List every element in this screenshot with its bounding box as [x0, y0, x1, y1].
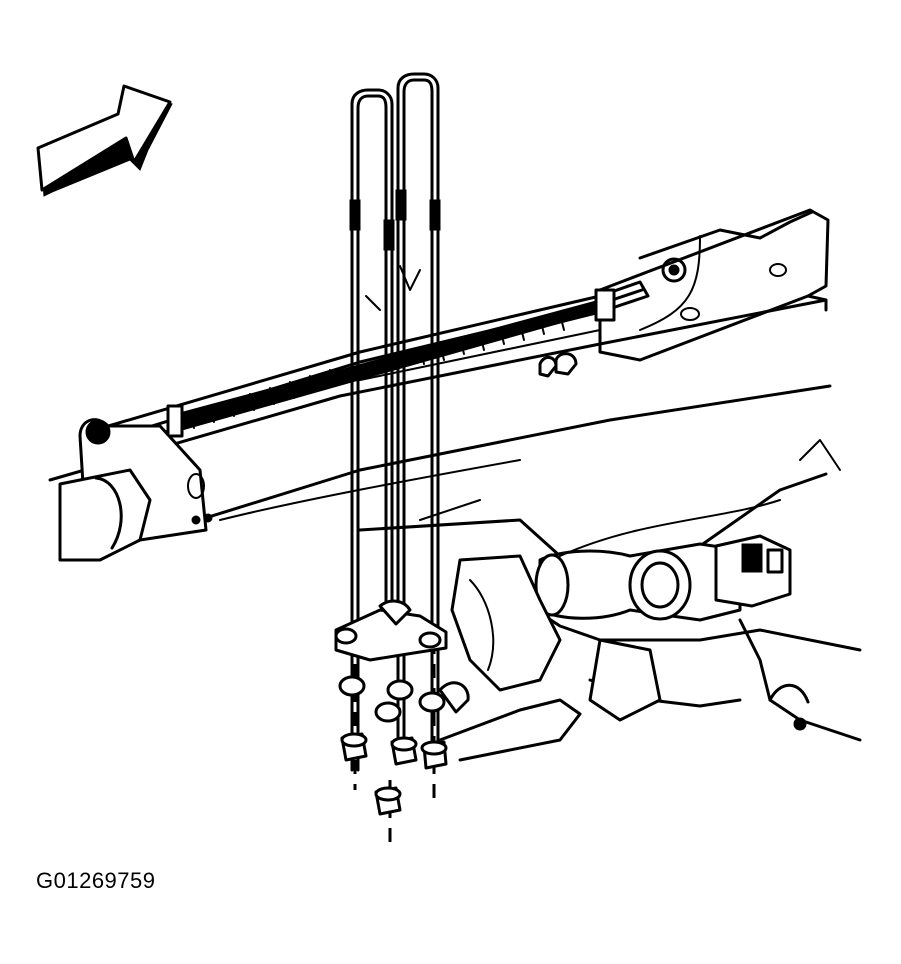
axle-housing	[358, 472, 862, 742]
figure-code: G01269759	[36, 868, 156, 893]
frame-detail-lines	[359, 265, 841, 557]
frame-rail	[598, 208, 830, 362]
forward-arrow-icon	[36, 84, 173, 197]
axle-pads	[438, 352, 578, 714]
spring-hanger-bracket	[58, 418, 213, 562]
differential-carrier	[438, 554, 662, 762]
frame-crossmember	[48, 298, 832, 562]
u-bolt-right	[388, 72, 441, 846]
u-bolt-left	[349, 88, 395, 790]
washers-and-nuts	[338, 675, 448, 816]
u-bolt-plate	[334, 599, 448, 662]
